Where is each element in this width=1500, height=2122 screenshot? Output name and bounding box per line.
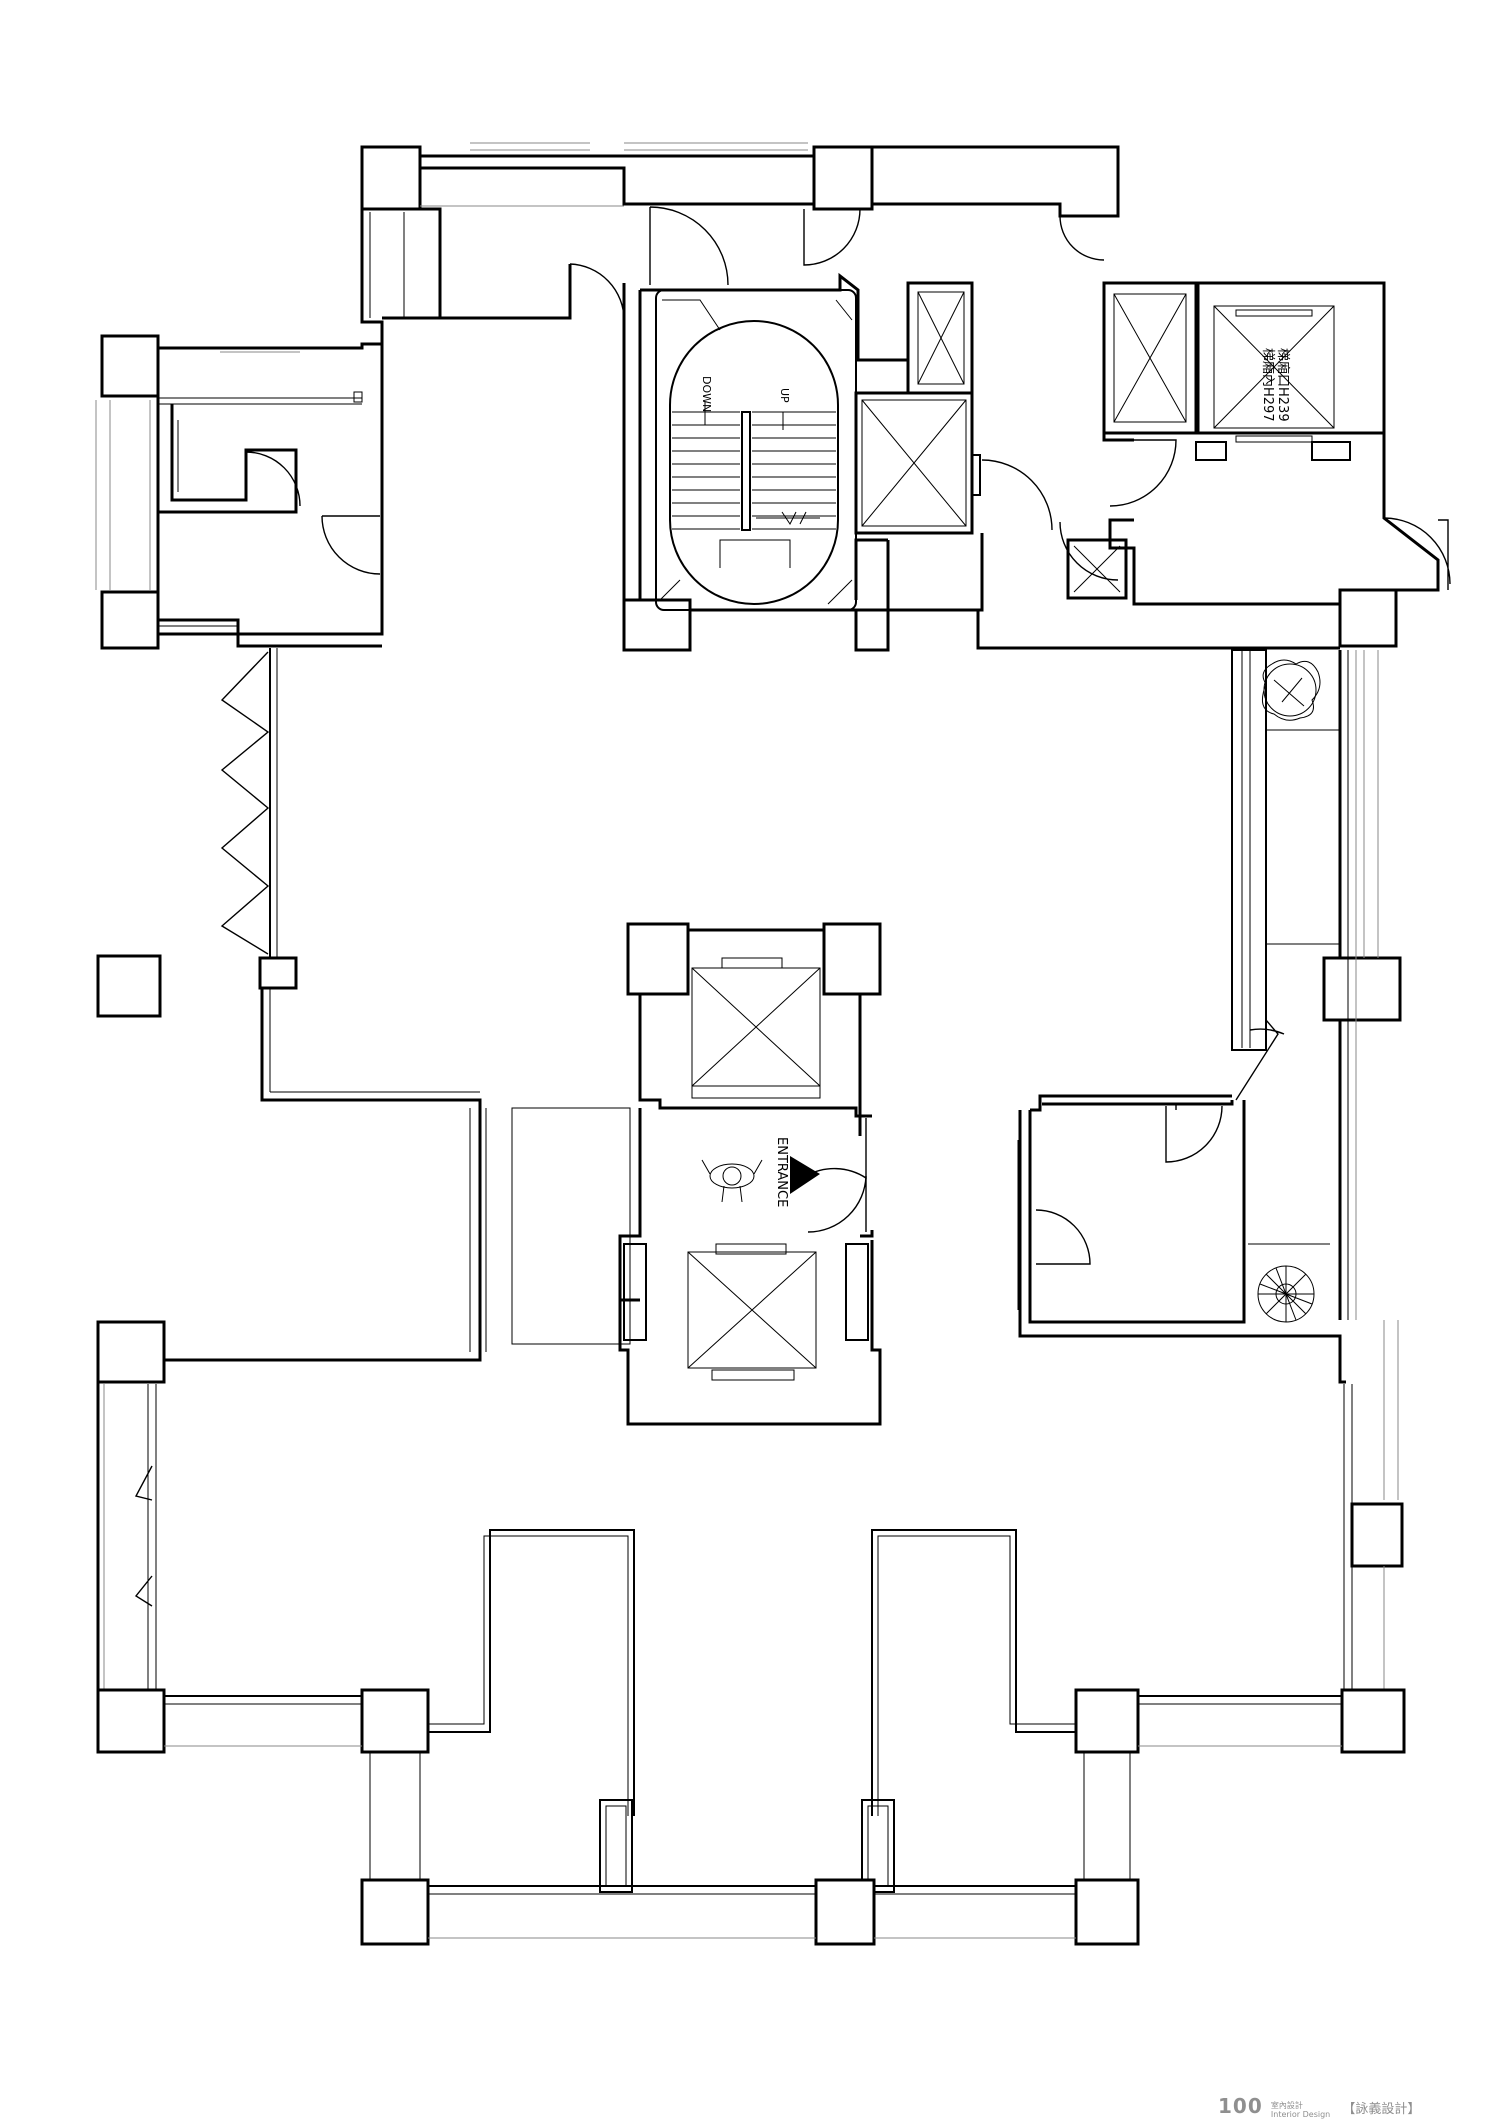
central-lift-core: ENTRANCE [511, 922, 882, 1426]
stair-down-label: DOWN [700, 376, 713, 412]
isolated-column [96, 954, 162, 1018]
stair-core: DOWN UP [622, 272, 910, 652]
logo-en: Interior Design [1270, 2109, 1331, 2119]
north-wing-walls [360, 142, 1120, 344]
logo-text: 室內設計 Interior Design [1271, 2101, 1330, 2119]
entrance-label: ENTRANCE [774, 1137, 789, 1207]
northwest-room [95, 334, 384, 650]
north-doors [569, 206, 1105, 321]
potted-plant-icon [1257, 1265, 1315, 1323]
person-icon [701, 1159, 763, 1203]
watermark-footer: 100 室內設計 Interior Design 【詠義設計】 [1218, 2094, 1420, 2119]
lift-note-door-height: 梯廂口H239 [1275, 348, 1291, 422]
service-shafts [854, 281, 1053, 612]
lift-room: 梯廂內H297 梯廂口H239 [976, 281, 1451, 650]
stair-treads [672, 411, 836, 530]
stair-up-label: UP [778, 388, 791, 403]
east-wing [1017, 649, 1404, 1690]
logo-number: 100 [1218, 2094, 1263, 2118]
logo-cn: 室內設計 [1270, 2100, 1303, 2110]
plant-icon [1261, 659, 1321, 721]
south-wing [96, 1320, 1406, 1946]
studio-name: 【詠義設計】 [1342, 2102, 1421, 2117]
lift-note-inner-height: 梯廂內H297 [1260, 348, 1276, 422]
